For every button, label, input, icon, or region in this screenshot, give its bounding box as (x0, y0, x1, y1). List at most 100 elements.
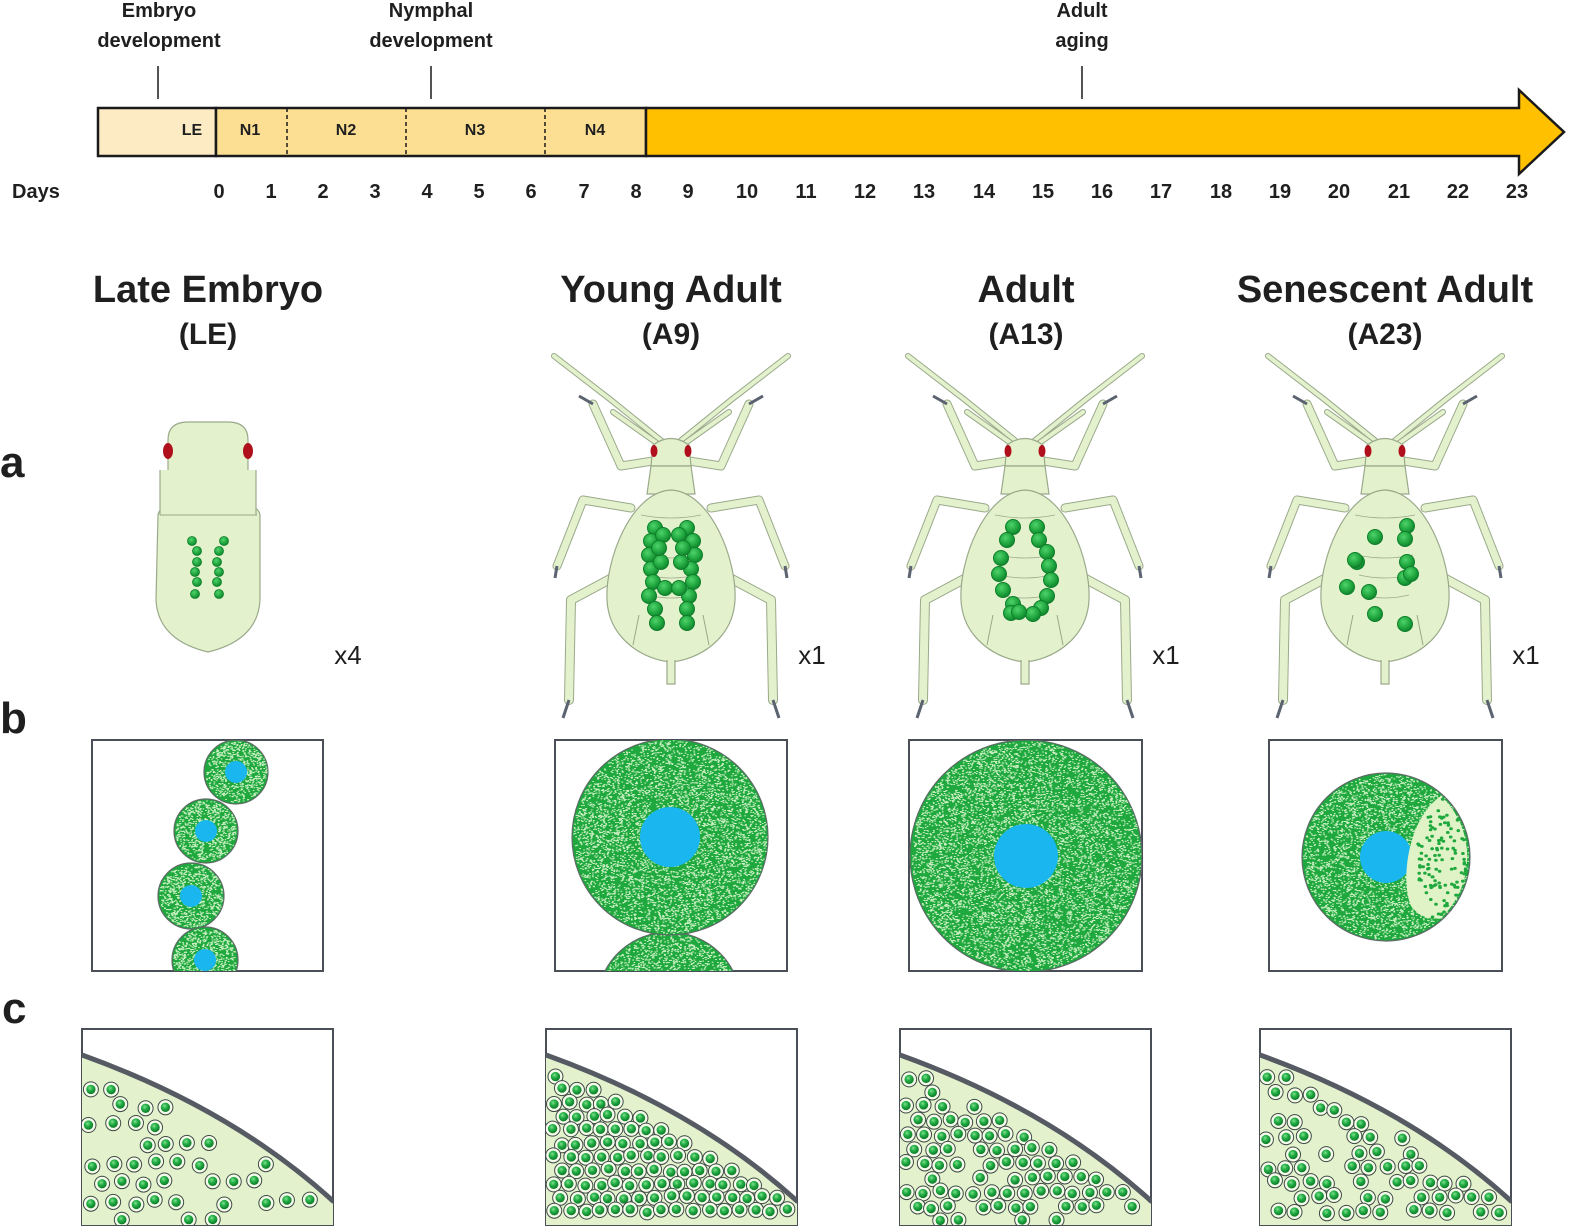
phase-label-embryo: Embryo development (97, 0, 221, 52)
bacteriocyte-core (1290, 1090, 1300, 1101)
bacteriocyte-core (1091, 1174, 1101, 1185)
bacteriocyte-core (589, 1111, 600, 1121)
bacteriocyte-core (935, 1215, 945, 1225)
bacteriocyte-core (946, 1114, 956, 1125)
bacteriocyte-core (131, 1118, 141, 1128)
stage-code-a13: (A13) (988, 318, 1064, 351)
bacteriocyte-core (1466, 1192, 1477, 1202)
bacteriocyte-core (705, 1179, 715, 1189)
day-tick-label: 21 (1387, 181, 1411, 203)
bacteriocyte-core (282, 1195, 292, 1205)
day-tick-label: 7 (578, 181, 590, 203)
aphid-claw (1485, 699, 1495, 719)
day-tick-label: 14 (972, 181, 996, 203)
bacteriocyte-core (1061, 1201, 1071, 1212)
bacteriocyte-core (1261, 1134, 1271, 1145)
bacteriocyte-cell (1029, 519, 1045, 535)
aphid-limb (907, 496, 989, 570)
aphid-abdomen (1320, 489, 1450, 663)
aphid-limb (589, 400, 663, 470)
senescent-adult-aphid (1265, 353, 1505, 719)
bacteriocyte-core (611, 1096, 621, 1107)
aphid-abdomen (606, 489, 736, 663)
bacteriocyte-core (937, 1101, 948, 1112)
day-tick-label: 23 (1505, 181, 1529, 203)
bacteriocyte-cell (647, 601, 663, 617)
bacteriocyte-cell (214, 589, 224, 599)
bacteriocyte-core (1281, 1132, 1291, 1142)
nucleus (640, 807, 700, 867)
panel-b-a23-cells (1301, 772, 1471, 942)
symbiont-texture (173, 928, 238, 971)
bacteriocyte-core (1262, 1072, 1272, 1082)
bacteriocyte-cell (1031, 532, 1047, 548)
bacteriocyte-core (975, 1173, 985, 1183)
bacteriocyte-core (1484, 1192, 1494, 1202)
magnification-a9: x1 (798, 640, 826, 670)
bacteriocyte-core (581, 1153, 591, 1163)
nucleus (1360, 831, 1412, 883)
bacteriocyte-core (83, 1120, 94, 1130)
bacteriocyte-core (1051, 1158, 1061, 1169)
bacteriocyte-core (1341, 1208, 1352, 1218)
bacteriocyte-core (782, 1204, 792, 1214)
bacteriocyte-core (1102, 1187, 1112, 1197)
bacteriocyte-core (1270, 1175, 1280, 1185)
aphid-limb (1031, 354, 1144, 444)
bacteriocyte-core (656, 1204, 666, 1215)
bacteriocyte-core (979, 1116, 989, 1126)
bacteriocyte-core (581, 1206, 592, 1217)
bacteriocyte-core (960, 1117, 970, 1128)
aphid-cauda (1020, 660, 1030, 685)
bacteriocyte-core (1299, 1131, 1309, 1141)
stage-code-a9: (A9) (641, 318, 701, 351)
bacteriocyte-core (918, 1100, 929, 1110)
bacteriocyte-core (688, 1206, 698, 1216)
stage-title-a9: Young Adult (560, 269, 782, 311)
bacteriocyte-core (588, 1085, 599, 1095)
bacteriocyte-core (679, 1138, 690, 1148)
bacteriocyte-core (656, 1152, 666, 1162)
bacteriocyte-core (1270, 1087, 1281, 1097)
day-tick-label: 3 (369, 181, 381, 203)
bacteriocyte-core (987, 1187, 997, 1197)
bacteriocyte-core (1287, 1179, 1297, 1189)
bacteriocyte-core (664, 1136, 674, 1147)
bacteriocyte-core (1409, 1204, 1419, 1215)
bacteriocyte-core (207, 1176, 218, 1186)
bacteriocyte-core (195, 1160, 205, 1171)
stage-title-le: Late Embryo (92, 269, 324, 311)
bacteriocyte-cell (649, 615, 665, 631)
bacteriocyte-core (548, 1150, 558, 1160)
bacteriocyte-core (620, 1166, 631, 1176)
timeline-bar (96, 66, 1566, 177)
bacteriocyte-core (610, 1124, 620, 1134)
bacteriocyte-core (1375, 1207, 1385, 1217)
bacteriocyte-core (705, 1153, 715, 1164)
bacteriocyte-core (138, 1179, 149, 1190)
bacteriocyte-core (1297, 1163, 1307, 1173)
panel-c-tissue (81, 1028, 1512, 1226)
segment-label-n1: N1 (239, 122, 261, 139)
bacteriocyte-core (571, 1166, 581, 1176)
bacteriocyte-core (570, 1140, 581, 1150)
bacteriocyte-core (1372, 1146, 1382, 1157)
bacteriocyte-core (582, 1099, 592, 1110)
symbiont-texture (606, 933, 733, 971)
nucleus (994, 824, 1058, 888)
bacteriocyte-core (1314, 1191, 1324, 1201)
day-tick-label: 12 (853, 181, 877, 203)
bacteriocyte-core (596, 1099, 606, 1109)
aphid-claw (1462, 394, 1478, 406)
aphid-cauda (666, 660, 676, 685)
bacteriocyte-core (985, 1160, 996, 1171)
bacteriocyte-core (749, 1180, 759, 1191)
bacteriocyte-core (920, 1158, 930, 1169)
panel-c-a9 (545, 1028, 798, 1226)
aphid-claw (1102, 394, 1118, 406)
bacteriocyte-core (1044, 1145, 1055, 1155)
bacteriocyte-core (927, 1174, 938, 1184)
tissue-area (82, 1052, 333, 1225)
segment-label-le: LE (181, 122, 203, 139)
bacteriocyte-core (108, 1197, 118, 1207)
